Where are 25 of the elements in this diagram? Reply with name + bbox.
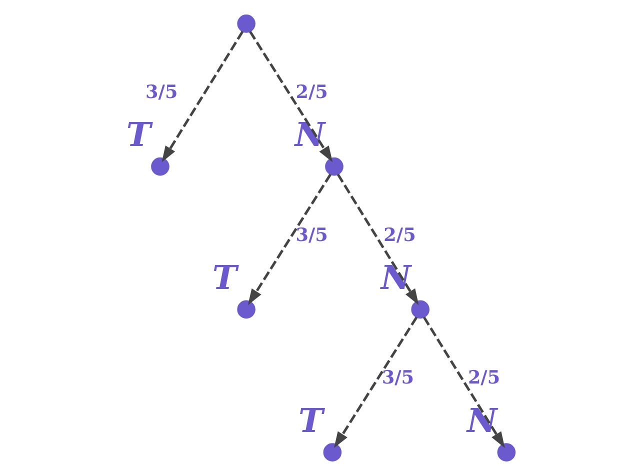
node-circle [236, 14, 255, 33]
edge-label: 3/5 [295, 224, 328, 246]
node-label: N [380, 258, 411, 298]
arrow [334, 316, 418, 448]
arrow [248, 30, 332, 162]
edge-label: 2/5 [383, 224, 416, 246]
node-circle [150, 157, 169, 176]
node-circle [324, 157, 343, 176]
edge-label: 3/5 [145, 82, 178, 103]
node-circle [496, 443, 516, 462]
arrow [247, 174, 332, 306]
node-label: T [212, 258, 236, 298]
edge-label: 2/5 [467, 368, 500, 389]
edge-label: 3/5 [381, 368, 414, 389]
node-circle [410, 300, 429, 319]
edge-label: 2/5 [295, 82, 328, 103]
arrow [336, 174, 418, 306]
node-label: T [126, 115, 150, 154]
node-label: N [466, 400, 497, 440]
node-circle [236, 300, 255, 319]
node-circle [322, 443, 342, 462]
arrow [422, 316, 504, 448]
arrow [161, 30, 244, 162]
node-label: T [298, 400, 323, 440]
node-label: N [294, 115, 324, 154]
